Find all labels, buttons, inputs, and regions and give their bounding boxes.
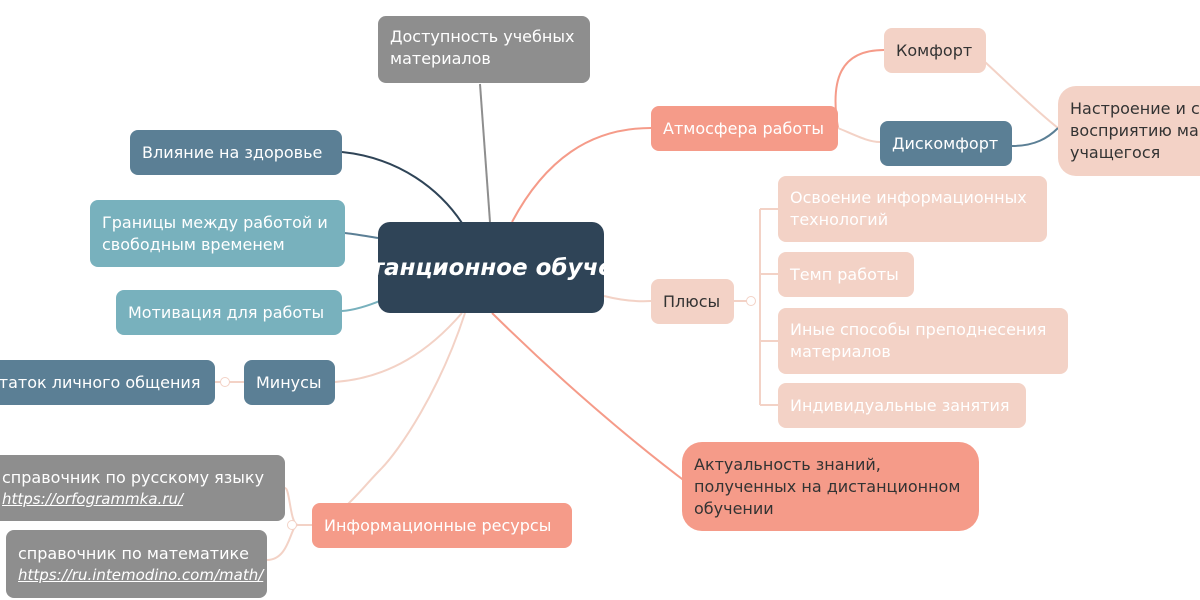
node-atmosphere[interactable]: Атмосфера работы	[651, 106, 838, 151]
node-minus-label: Минусы	[256, 372, 322, 392]
node-minus-child[interactable]: статок личного общения	[0, 360, 215, 405]
node-discomfort-label: Дискомфорт	[892, 133, 999, 153]
node-comfort[interactable]: Комфорт	[884, 28, 986, 73]
node-plus-1-label: Освоение информационных технологий	[790, 188, 1027, 229]
central-topic-title: Дистанционное обучение	[320, 254, 662, 281]
node-res-math[interactable]: справочник по математике https://ru.inte…	[6, 530, 267, 598]
node-comfort-label: Комфорт	[896, 40, 973, 60]
link-access	[479, 83, 491, 223]
node-access[interactable]: Доступность учебных материалов	[378, 16, 590, 83]
link-relevance	[491, 312, 691, 486]
link-motivation	[341, 299, 383, 312]
orfogrammka-link[interactable]: https://orfogrammka.ru/	[2, 490, 184, 508]
link-comfort	[834, 49, 885, 129]
node-motivation-label: Мотивация для работы	[128, 302, 325, 322]
node-minus-child-label: статок личного общения	[0, 372, 201, 392]
node-atmosphere-label: Атмосфера работы	[663, 118, 825, 138]
node-relevance[interactable]: Актуальность знаний, полученных на диста…	[682, 442, 979, 531]
node-access-label: Доступность учебных материалов	[390, 27, 575, 68]
knob-minus[interactable]	[220, 377, 230, 387]
node-plus-3[interactable]: Иные способы преподнесения материалов	[778, 308, 1068, 374]
link-plus-tree	[734, 208, 778, 406]
link-discomfort	[837, 127, 881, 143]
node-mood-label: Настроение и с восприятию ма учащегося	[1070, 99, 1200, 162]
node-plus[interactable]: Плюсы	[651, 279, 734, 324]
node-health-label: Влияние на здоровье	[142, 142, 323, 162]
node-mood[interactable]: Настроение и с восприятию ма учащегося	[1058, 86, 1200, 176]
link-atmosphere	[511, 127, 652, 223]
central-topic[interactable]: Дистанционное обучение	[321, 222, 662, 313]
node-plus-2[interactable]: Темп работы	[778, 252, 914, 297]
link-discomfort-mood	[1011, 127, 1059, 147]
node-discomfort[interactable]: Дискомфорт	[880, 121, 1012, 166]
intemodino-link[interactable]: https://ru.intemodino.com/math/	[18, 566, 264, 584]
link-borders	[344, 232, 379, 239]
node-health[interactable]: Влияние на здоровье	[130, 130, 342, 175]
node-res-math-label: справочник по математике	[18, 544, 249, 563]
link-minus	[334, 312, 463, 383]
node-plus-2-label: Темп работы	[790, 264, 899, 284]
node-plus-4-label: Индивидуальные занятия	[790, 395, 1010, 415]
node-minus[interactable]: Минусы	[244, 360, 335, 405]
node-plus-label: Плюсы	[663, 291, 721, 311]
link-plus	[603, 295, 652, 303]
link-health	[341, 151, 463, 224]
node-resources-label: Информационные ресурсы	[324, 515, 552, 535]
node-resources[interactable]: Информационные ресурсы	[312, 503, 572, 548]
node-motivation[interactable]: Мотивация для работы	[116, 290, 342, 335]
node-borders[interactable]: Границы между работой и свободным времен…	[90, 200, 345, 267]
knob-plus[interactable]	[746, 296, 756, 306]
link-comfort-mood	[984, 61, 1059, 129]
link-resources	[311, 312, 466, 526]
node-res-ru-label: справочник по русскому языку	[2, 468, 265, 487]
node-plus-3-label: Иные способы преподнесения материалов	[790, 320, 1047, 361]
knob-resources[interactable]	[287, 520, 297, 530]
node-res-ru[interactable]: справочник по русскому языку https://orf…	[0, 455, 285, 521]
node-borders-label: Границы между работой и свободным времен…	[102, 212, 328, 254]
node-plus-1[interactable]: Освоение информационных технологий	[778, 176, 1047, 242]
node-plus-4[interactable]: Индивидуальные занятия	[778, 383, 1026, 428]
node-relevance-label: Актуальность знаний, полученных на диста…	[694, 454, 961, 518]
